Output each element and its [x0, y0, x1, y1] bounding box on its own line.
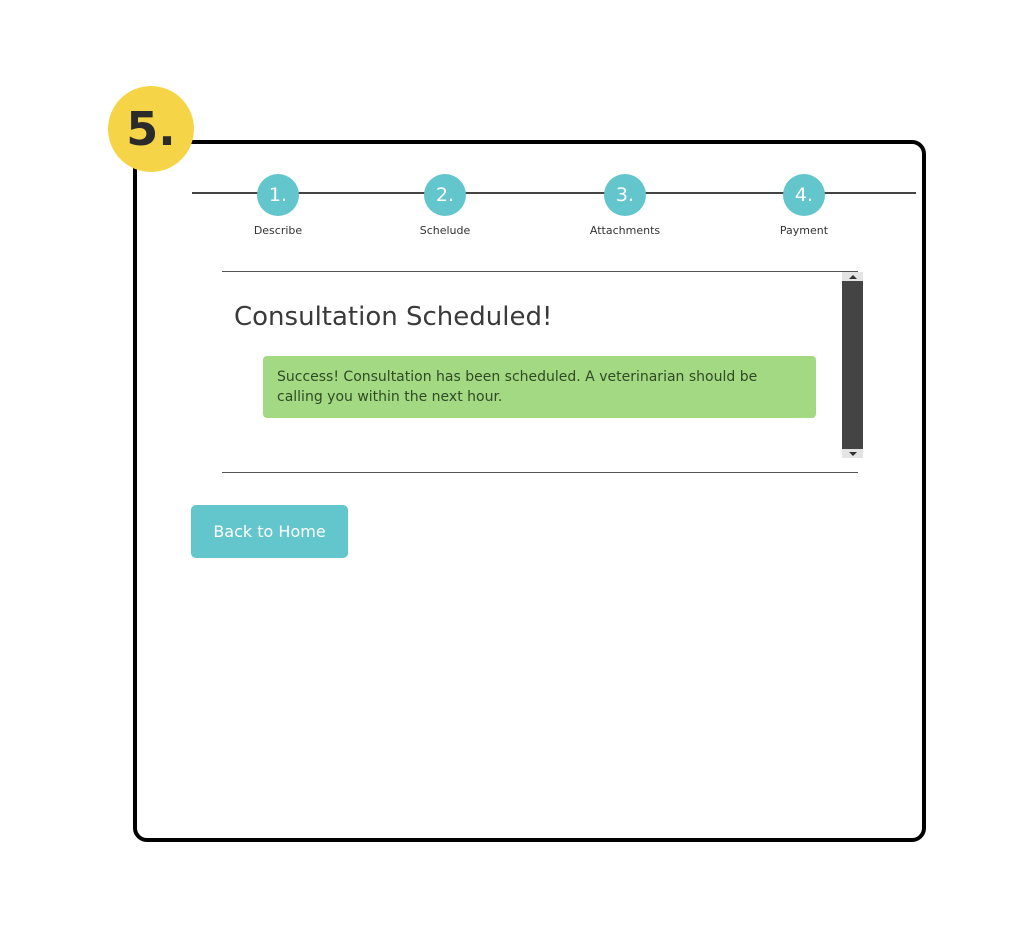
back-to-home-button[interactable]: Back to Home	[191, 505, 348, 558]
step-label: Payment	[779, 224, 829, 237]
arrow-down-icon	[848, 451, 857, 456]
step-number: 3.	[604, 174, 646, 216]
step-schedule[interactable]: 2. Schelude	[375, 174, 515, 237]
step-badge: 5.	[108, 86, 194, 172]
step-number: 2.	[424, 174, 466, 216]
step-label: Describe	[253, 224, 303, 237]
step-badge-label: 5.	[126, 102, 176, 156]
scrollbar-thumb[interactable]	[842, 281, 863, 449]
scroll-up-button[interactable]	[842, 272, 863, 281]
step-describe[interactable]: 1. Describe	[208, 174, 348, 237]
app-frame	[133, 140, 926, 842]
step-number: 1.	[257, 174, 299, 216]
scroll-down-button[interactable]	[842, 449, 863, 458]
page-title: Consultation Scheduled!	[234, 302, 553, 332]
success-alert: Success! Consultation has been scheduled…	[263, 356, 816, 418]
stepper-line	[192, 192, 916, 194]
scrollbar[interactable]	[842, 272, 863, 458]
content-panel: Consultation Scheduled! Success! Consult…	[222, 271, 863, 473]
step-number: 4.	[783, 174, 825, 216]
step-label: Attachments	[589, 224, 661, 237]
step-payment[interactable]: 4. Payment	[734, 174, 874, 237]
arrow-up-icon	[848, 274, 857, 279]
step-label: Schelude	[419, 224, 471, 237]
step-attachments[interactable]: 3. Attachments	[555, 174, 695, 237]
